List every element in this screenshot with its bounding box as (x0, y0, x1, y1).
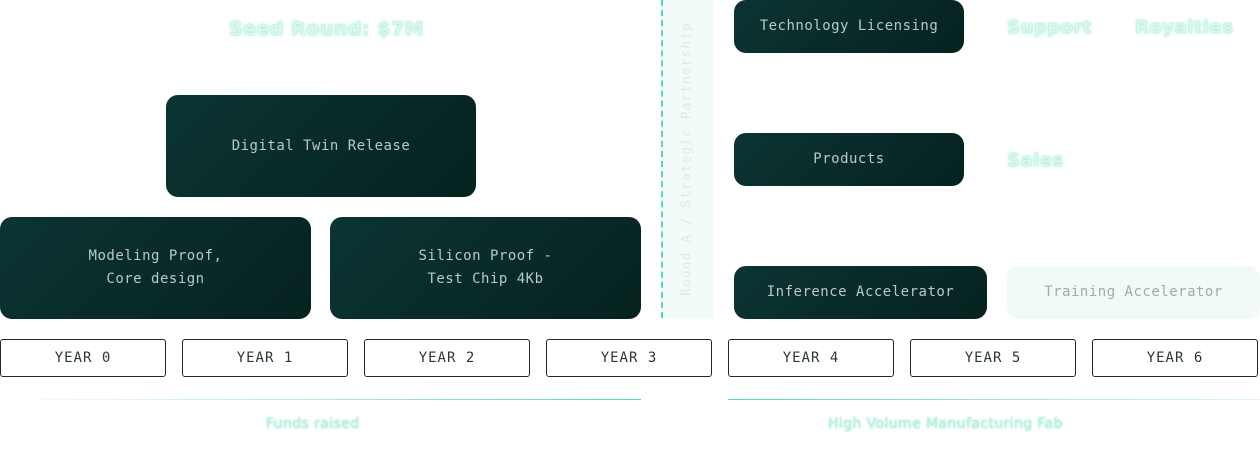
products-box: Products (734, 133, 964, 186)
fab-caption: High Volume Manufacturing Fab (828, 416, 1063, 432)
strategic-partnership-band (661, 0, 713, 318)
technology-licensing-label: Technology Licensing (759, 18, 939, 34)
year-5-marker: YEAR 5 (910, 339, 1076, 377)
royalties-label: Royalties (1135, 17, 1234, 38)
funds-raised-caption: Funds raised (266, 416, 360, 432)
year-4-marker: YEAR 4 (728, 339, 894, 377)
inference-accelerator-label: Inference Accelerator (766, 284, 955, 300)
funds-raised-line (0, 399, 641, 400)
training-accelerator-box: Training Accelerator (1007, 266, 1260, 319)
modeling-proof-label: Modeling Proof, Core design (88, 248, 223, 287)
strategic-partnership-label: Round A / Strategic Partnership (679, 22, 695, 296)
year-0-marker: YEAR 0 (0, 339, 166, 377)
modeling-proof-box: Modeling Proof, Core design (0, 217, 311, 319)
year-2-marker: YEAR 2 (364, 339, 530, 377)
digital-twin-label: Digital Twin Release (231, 137, 411, 154)
inference-accelerator-box: Inference Accelerator (734, 266, 987, 319)
technology-licensing-box: Technology Licensing (734, 0, 964, 53)
year-1-marker: YEAR 1 (182, 339, 348, 377)
year-3-marker: YEAR 3 (546, 339, 712, 377)
silicon-proof-box: Silicon Proof - Test Chip 4Kb (330, 217, 641, 319)
training-accelerator-label: Training Accelerator (1044, 284, 1223, 300)
fab-line (728, 399, 1260, 400)
year-6-marker: YEAR 6 (1092, 339, 1258, 377)
digital-twin-box: Digital Twin Release (166, 95, 476, 197)
products-label: Products (813, 151, 885, 167)
seed-round-label: Seed Round: $7M (229, 18, 425, 40)
support-label: Support (1007, 17, 1092, 38)
silicon-proof-label: Silicon Proof - Test Chip 4Kb (418, 248, 553, 287)
sales-label: Sales (1007, 150, 1064, 171)
